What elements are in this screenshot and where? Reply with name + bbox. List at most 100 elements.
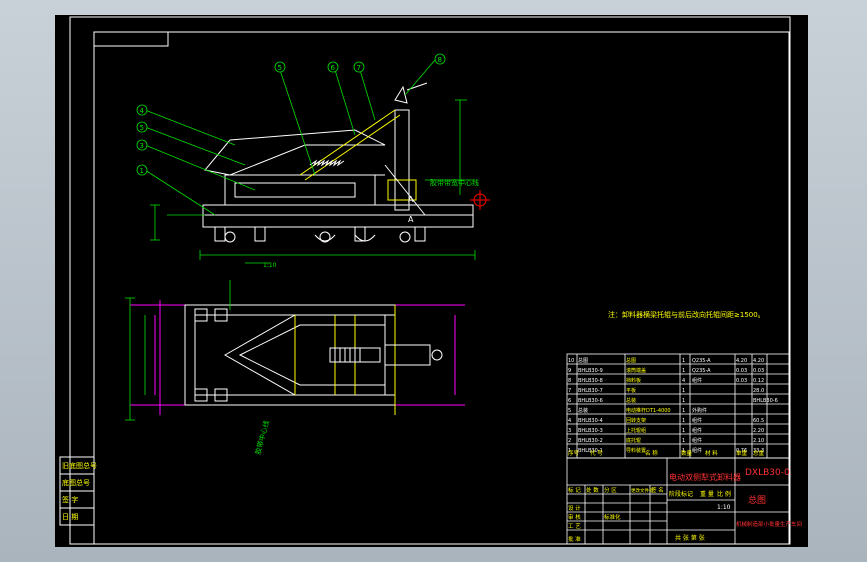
bom-cell-w2: 0.03 [753,368,764,374]
plan-dimensions: 胶带中心线 [125,280,271,456]
bom-cell-no: 4 [568,418,571,424]
bom-cell-qty: 4 [682,378,685,384]
bom-cell-qty: 1 [682,408,685,414]
bom-cell-code: BHLB30-7 [578,388,603,394]
section-mark-top: A [408,195,414,204]
product-name: 电动双侧犁式卸料器 [669,472,741,482]
callout-balloons: 4 5 3 1 5 6 7 8 [136,53,446,176]
label-weight: 重 量 [700,490,714,498]
side-dimensions: 1:10 胶带带宽中心线 [144,59,479,269]
bom-cell-qty: 1 [682,428,685,434]
label-mark: 标 记 [568,486,581,494]
bom-cell-name: 平板 [626,387,636,394]
plan-axis-label: 胶带中心线 [253,419,271,455]
bom-cell-qty: 1 [682,438,685,444]
bom-table [566,353,790,459]
bom-cell-code: BHLB30-6 [578,398,603,404]
callout-7: 7 [357,64,361,72]
callout-8: 8 [438,56,442,64]
label-scale: 比 例 [717,490,731,498]
callout-5: 5 [140,124,144,132]
bom-header-cell: 序号 [568,449,580,457]
callout-4: 4 [140,107,145,115]
drawing-number: DXLB30-0 [745,468,790,478]
bom-cell-qty: 1 [682,398,685,404]
bom-cell-no: 1 [568,448,571,454]
side-view: A A [202,82,490,243]
bom-cell-no: 8 [568,378,571,384]
bom-cell-no: 9 [568,368,571,374]
bom-cell-mat: 组件 [692,447,702,454]
bom-cell-w2: 2.20 [753,428,764,434]
bom-cell-qty: 1 [682,388,685,394]
section-mark-bottom: A [408,215,414,224]
bom-header-cell: 材 料 [705,449,718,457]
bom-cell-name: 电动推杆DT1-4000 [626,407,671,414]
bom-cell-qty: 1 [682,418,685,424]
bom-header-cell: 单重 [736,449,748,457]
code-box [93,31,169,47]
bom-cell-no: 10 [568,358,574,364]
bom-cell-code: BHLB30-4 [578,418,603,424]
cad-drawing: 旧底图总号 底图总号 签 字 日 期 [59,16,802,545]
bom-cell-mat: 组件 [692,377,702,384]
bom-header-cell: 名 称 [645,449,658,457]
label-zone: 分 区 [604,486,617,494]
bom-cell-w2: 33.3 [753,448,764,454]
label-change-doc: 更改文件号 [631,487,654,494]
bom-cell-w2: 0.12 [753,378,764,384]
bom-cell-w2: 28.0 [753,388,764,394]
bom-cell-code: BHLB30-8 [578,378,603,384]
bom-cell-no: 6 [568,398,571,404]
bom-cell-mat: 外购件 [692,407,707,414]
bom-cell-name: 上托辊组 [626,427,646,434]
outer-frame [69,16,791,545]
bom-cell-mat: 组件 [692,417,702,424]
bom-cell-qty: 1 [682,448,685,454]
sheet-title: 总图 [748,494,766,506]
bom-header-cell: 数量 [681,449,693,457]
bom-cell-name: 回转支架 [626,417,646,424]
bom-cell-w2: BHLB30-6 [753,398,778,404]
scale-value: 1:10 [717,504,731,511]
bom-cell-mat: 组件 [692,437,702,444]
bom-cell-w2: 2.10 [753,438,764,444]
label-process: 工 艺 [568,523,581,530]
sheet-info: 共 张 第 张 [675,534,705,542]
inner-frame [93,31,790,545]
bom-cell-code: 总图 [578,357,588,364]
bom-cell-no: 7 [568,388,571,394]
bom-cell-w2: 4.20 [753,358,764,364]
revision-row-0: 旧底图总号 [62,461,97,470]
drawing-sheet[interactable]: 旧底图总号 底图总号 签 字 日 期 [55,15,808,547]
bom-cell-no: 5 [568,408,571,414]
revision-block: 旧底图总号 底图总号 签 字 日 期 [59,456,97,526]
bom-cell-name: 挡料板 [626,377,641,384]
revision-row-2: 签 字 [62,495,78,504]
bom-cell-no: 3 [568,428,571,434]
label-stage: 阶段标记 [669,490,693,498]
bom-cell-qty: 1 [682,358,685,364]
label-review: 审 核 [568,513,581,521]
label-sign: 签 名 [651,486,664,494]
title-block-text: 电动双侧犁式卸料器 DXLB30-0 总图 机械制造部小批量生产车间 阶段标记 … [568,468,802,543]
callout-5b: 5 [278,64,282,72]
dim-small: 1:10 [263,262,277,269]
bom-cell-code: BHLB30-9 [578,368,603,374]
bom-cell-code: 总装 [578,407,588,414]
bom-cell-name: 总装 [626,397,636,404]
callout-1: 1 [140,167,144,175]
callout-6: 6 [331,64,336,72]
bom-cell-w1: 4.20 [736,358,747,364]
bom-cell-w1: 0.76 [736,448,747,454]
bom-header-cell: 代 号 [590,449,603,457]
bom-cell-mat: Q235-A [692,358,711,364]
side-axis-label: 胶带带宽中心线 [430,178,479,187]
plan-view [130,300,465,415]
bom-cell-name: 滚筒端盖 [626,367,646,374]
label-standard: 标准化 [604,513,621,521]
bom-cell-name: 导料装置 [626,447,646,454]
drawing-note: 注：卸料器横梁托辊与前后改向托辊间距≥1500。 [608,310,765,319]
